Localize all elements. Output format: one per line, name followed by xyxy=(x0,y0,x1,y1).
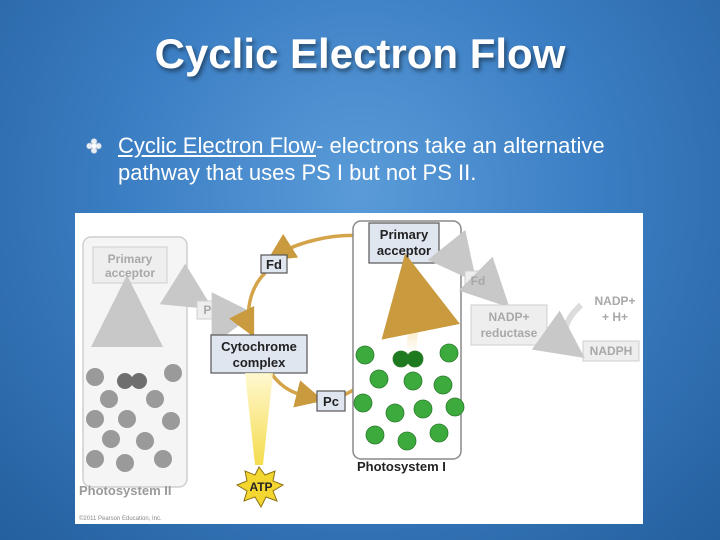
nadp-reductase-label-2: reductase xyxy=(481,326,538,340)
nadp-input-label-1: NADP+ xyxy=(594,294,635,308)
flower-bullet-icon xyxy=(86,138,102,154)
cyclic-flow-diagram: Primary acceptor Photosystem II Pq Fd Cy… xyxy=(75,213,643,524)
nadp-reductase-label-1: NADP+ xyxy=(488,310,529,324)
ps1-acceptor-label-1: Primary xyxy=(380,227,429,242)
pq-label: Pq xyxy=(203,303,218,317)
ps1-acceptor-label-2: acceptor xyxy=(377,243,431,258)
nadph-label: NADPH xyxy=(590,344,633,358)
copyright-text: ©2011 Pearson Education, Inc. xyxy=(79,515,162,522)
ps2-acceptor-label-2: acceptor xyxy=(105,266,155,280)
fd-faded-label: Fd xyxy=(471,274,486,288)
ps2-name-label: Photosystem II xyxy=(79,483,171,498)
bullet-term: Cyclic Electron Flow xyxy=(118,133,316,158)
cytochrome-label-1: Cytochrome xyxy=(221,339,297,354)
ps2-acceptor-label-1: Primary xyxy=(108,252,153,266)
pc-label: Pc xyxy=(323,394,339,409)
nadp-input-label-2: + H+ xyxy=(602,310,628,324)
cytochrome-label-2: complex xyxy=(233,355,287,370)
atp-label: ATP xyxy=(249,480,272,494)
ps1-name-label: Photosystem I xyxy=(357,459,446,474)
page-title: Cyclic Electron Flow xyxy=(0,30,720,78)
fd-label: Fd xyxy=(266,257,282,272)
